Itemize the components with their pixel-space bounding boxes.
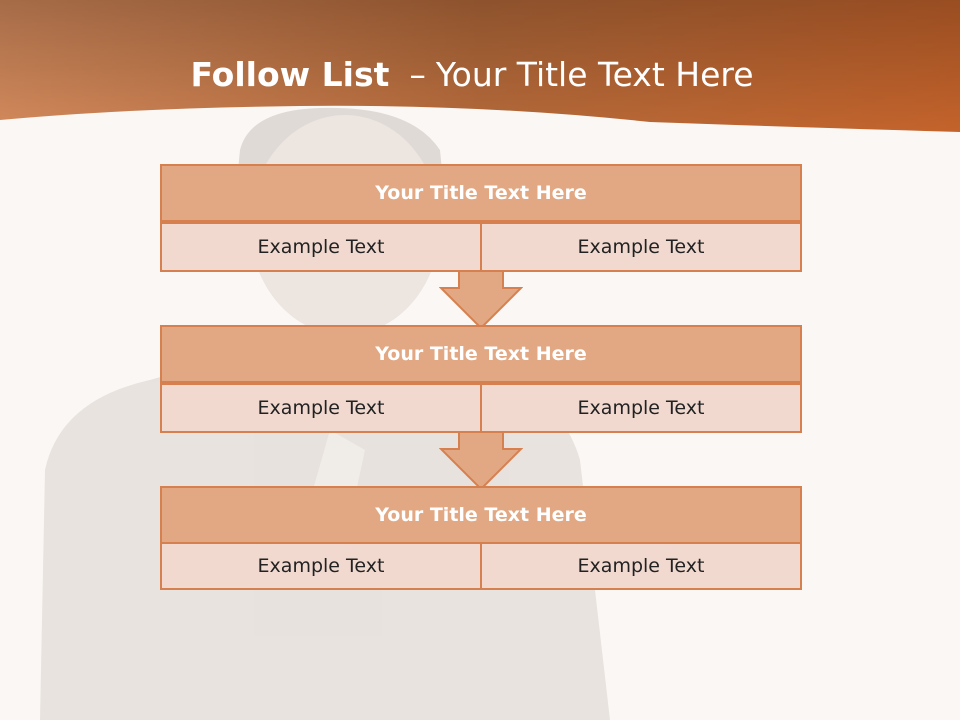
step-title: Your Title Text Here <box>160 164 802 222</box>
header-band <box>0 0 960 132</box>
step-right-cell: Example Text <box>480 542 802 590</box>
slide-title-rest: Your Title Text Here <box>435 55 754 94</box>
step-left-cell: Example Text <box>160 542 482 590</box>
step-right-cell: Example Text <box>480 222 802 272</box>
slide-title: Follow List–Your Title Text Here <box>0 52 944 98</box>
down-arrow-icon <box>439 270 523 330</box>
down-arrow-icon <box>439 431 523 491</box>
step-right-cell: Example Text <box>480 383 802 433</box>
step-title: Your Title Text Here <box>160 325 802 383</box>
step-title: Your Title Text Here <box>160 486 802 544</box>
slide-title-dash: – <box>409 55 426 94</box>
slide-title-bold: Follow List <box>190 55 390 94</box>
step-left-cell: Example Text <box>160 222 482 272</box>
step-left-cell: Example Text <box>160 383 482 433</box>
